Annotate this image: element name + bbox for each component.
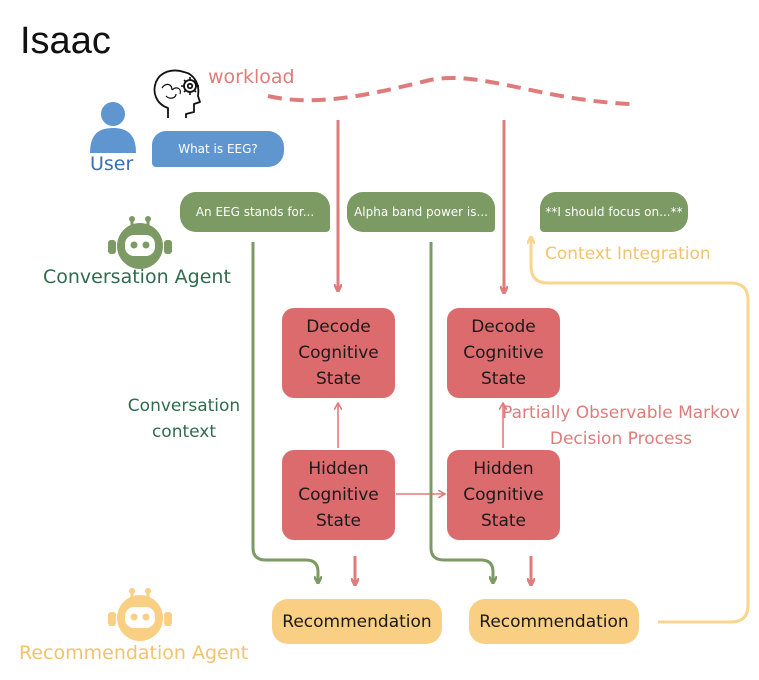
workload-wave <box>267 75 631 106</box>
user-label: User <box>90 153 134 175</box>
context-integration-label: Context Integration <box>545 244 711 264</box>
brain-gear-icon <box>153 69 201 118</box>
context-line-1 <box>251 242 318 582</box>
agent-message-bubble: Alpha band power is... <box>347 192 495 232</box>
agent-thought-bubble: **I should focus on...** <box>540 192 688 232</box>
pomdp-label: Partially Observable Markov Decision Pro… <box>502 403 740 449</box>
decode-state-box: Decode Cognitive State <box>282 308 395 398</box>
conversation-agent-label: Conversation Agent <box>43 266 231 288</box>
hidden-state-box: Hidden Cognitive State <box>447 450 560 540</box>
agent-message-bubble: An EEG stands for... <box>180 192 330 232</box>
context-line-2 <box>429 242 493 582</box>
recommendation-box: Recommendation <box>469 599 639 644</box>
user-message-bubble: What is EEG? <box>152 131 284 167</box>
workload-label: workload <box>208 66 295 88</box>
conversation-context-label: Conversation context <box>127 396 241 442</box>
conversation-robot-icon <box>108 216 172 269</box>
page-title: Isaac <box>20 20 111 62</box>
context-integration-loop <box>531 238 750 624</box>
hidden-state-box: Hidden Cognitive State <box>282 450 395 540</box>
recommendation-robot-icon <box>108 588 172 641</box>
user-icon <box>90 102 136 153</box>
decode-state-box: Decode Cognitive State <box>447 308 560 398</box>
recommendation-box: Recommendation <box>272 599 442 644</box>
recommendation-agent-label: Recommendation Agent <box>19 642 249 664</box>
